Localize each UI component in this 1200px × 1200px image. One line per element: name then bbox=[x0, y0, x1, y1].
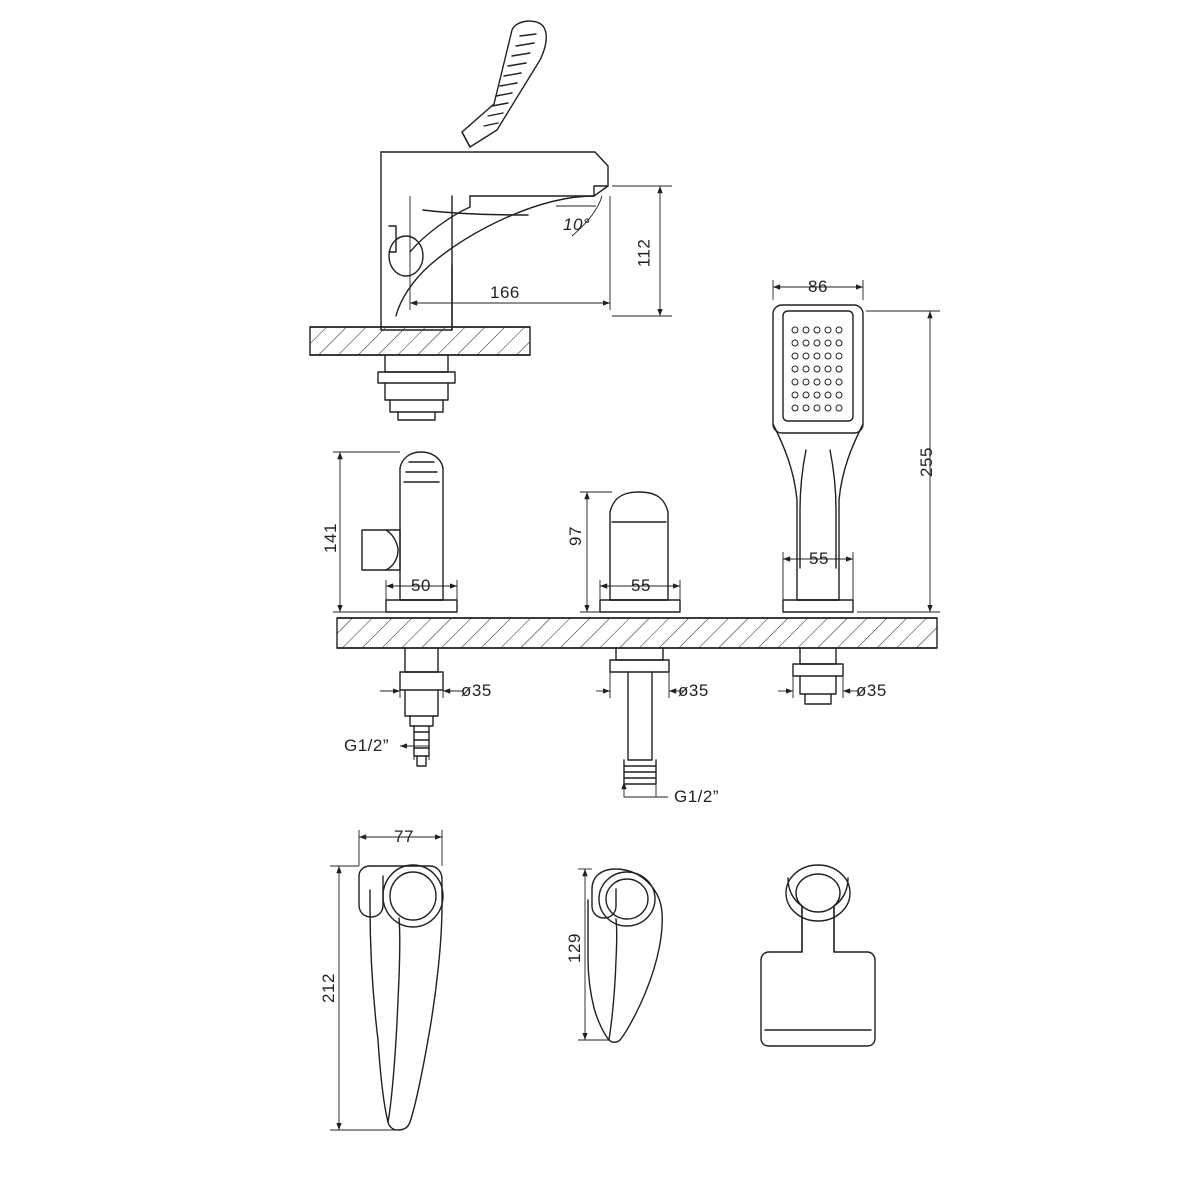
dim-spout-top-width: 77 bbox=[394, 827, 414, 846]
dim-spout-projection: 166 bbox=[490, 283, 520, 302]
handshower-shank-middle bbox=[792, 647, 844, 705]
dim-diverter-hole-diameter: ø35 bbox=[461, 681, 492, 700]
handshower-holder-bottom bbox=[760, 864, 876, 1047]
handle-front-bottom bbox=[587, 868, 663, 1043]
diverter-body-middle bbox=[361, 451, 458, 613]
dim-handshower-hole-diameter: ø35 bbox=[856, 681, 887, 700]
dim-handle-side-height: 129 bbox=[564, 933, 584, 963]
dim-spout-height: 112 bbox=[634, 238, 654, 268]
handle-body-middle bbox=[599, 491, 681, 613]
dim-handle-hole-diameter: ø35 bbox=[678, 681, 709, 700]
dim-diverter-base-width: 50 bbox=[411, 576, 431, 595]
dim-handle-base-width: 55 bbox=[631, 576, 651, 595]
dim-spout-angle: 10° bbox=[563, 215, 591, 234]
diverter-shank-middle bbox=[399, 647, 444, 767]
handle-shank-middle bbox=[609, 647, 670, 785]
spout-front-bottom bbox=[358, 864, 444, 1131]
handshower-wand-top bbox=[461, 20, 547, 148]
dim-handshower-length: 255 bbox=[916, 447, 936, 477]
dim-handshower-base-width: 55 bbox=[809, 549, 829, 568]
counter-slab-top bbox=[309, 326, 531, 356]
counter-slab-middle bbox=[336, 617, 938, 649]
handshower-head-middle bbox=[772, 304, 864, 613]
dim-handle-height: 97 bbox=[565, 526, 585, 546]
dim-handshower-width: 86 bbox=[808, 277, 828, 296]
dim-handle-thread: G1/2” bbox=[674, 787, 720, 806]
dim-diverter-thread: G1/2” bbox=[344, 736, 390, 755]
spout-body-side bbox=[380, 151, 609, 331]
spout-shank-top bbox=[377, 354, 456, 421]
dim-spout-side-height: 212 bbox=[318, 973, 338, 1003]
dim-diverter-height: 141 bbox=[320, 523, 340, 553]
